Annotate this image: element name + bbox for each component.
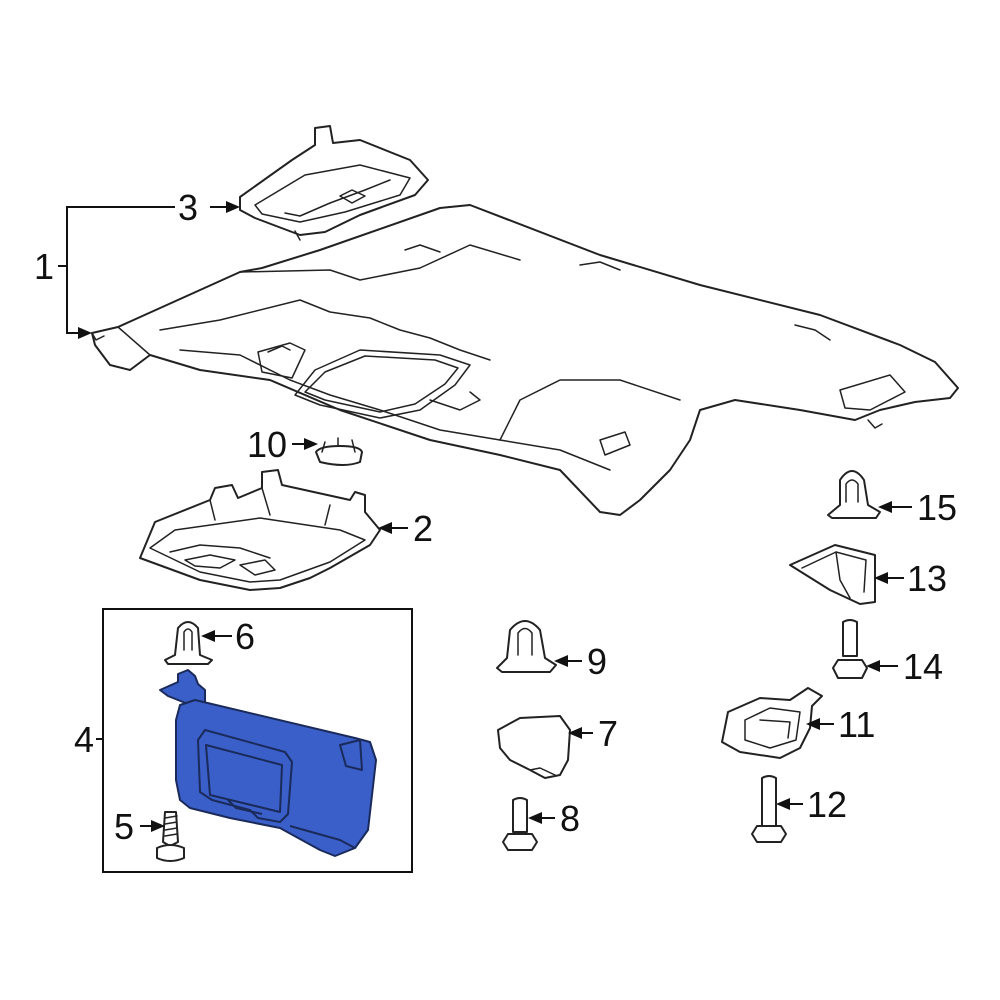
leader-lines [58, 201, 912, 832]
callout-11: 11 [838, 704, 875, 745]
callout-13: 13 [907, 558, 947, 599]
headliner-part [91, 204, 959, 516]
callout-12: 12 [807, 784, 847, 825]
callout-1: 1 [34, 246, 54, 287]
retainer-clip-part [315, 437, 363, 466]
bracket-part-15 [827, 470, 881, 519]
pin-part-12 [751, 775, 787, 843]
callout-6: 6 [235, 616, 255, 657]
callout-8: 8 [560, 798, 580, 839]
sun-visor-inset-frame [102, 608, 413, 873]
console-bezel-part [239, 125, 429, 241]
bracket-part-9 [496, 620, 557, 673]
callout-14: 14 [903, 646, 943, 687]
callout-2: 2 [413, 508, 433, 549]
callout-3: 3 [178, 187, 198, 228]
callout-4: 4 [74, 719, 94, 760]
visor-bracket-part-6 [164, 621, 213, 665]
stud-part-14 [832, 619, 868, 679]
cover-part-7 [497, 715, 571, 779]
holder-part-11 [721, 687, 823, 759]
callout-15: 15 [917, 487, 957, 528]
callout-9: 9 [587, 641, 607, 682]
cover-part-13 [789, 544, 876, 605]
callout-7: 7 [598, 713, 618, 754]
sun-visor-part-highlighted [159, 669, 377, 857]
overhead-console-part [139, 469, 381, 591]
stud-part-8 [502, 797, 538, 851]
screw-part-5 [156, 811, 185, 862]
callout-labels: 1 3 10 2 6 4 5 9 7 8 15 13 14 11 12 [34, 187, 957, 847]
callout-10: 10 [247, 424, 287, 465]
callout-5: 5 [114, 806, 134, 847]
